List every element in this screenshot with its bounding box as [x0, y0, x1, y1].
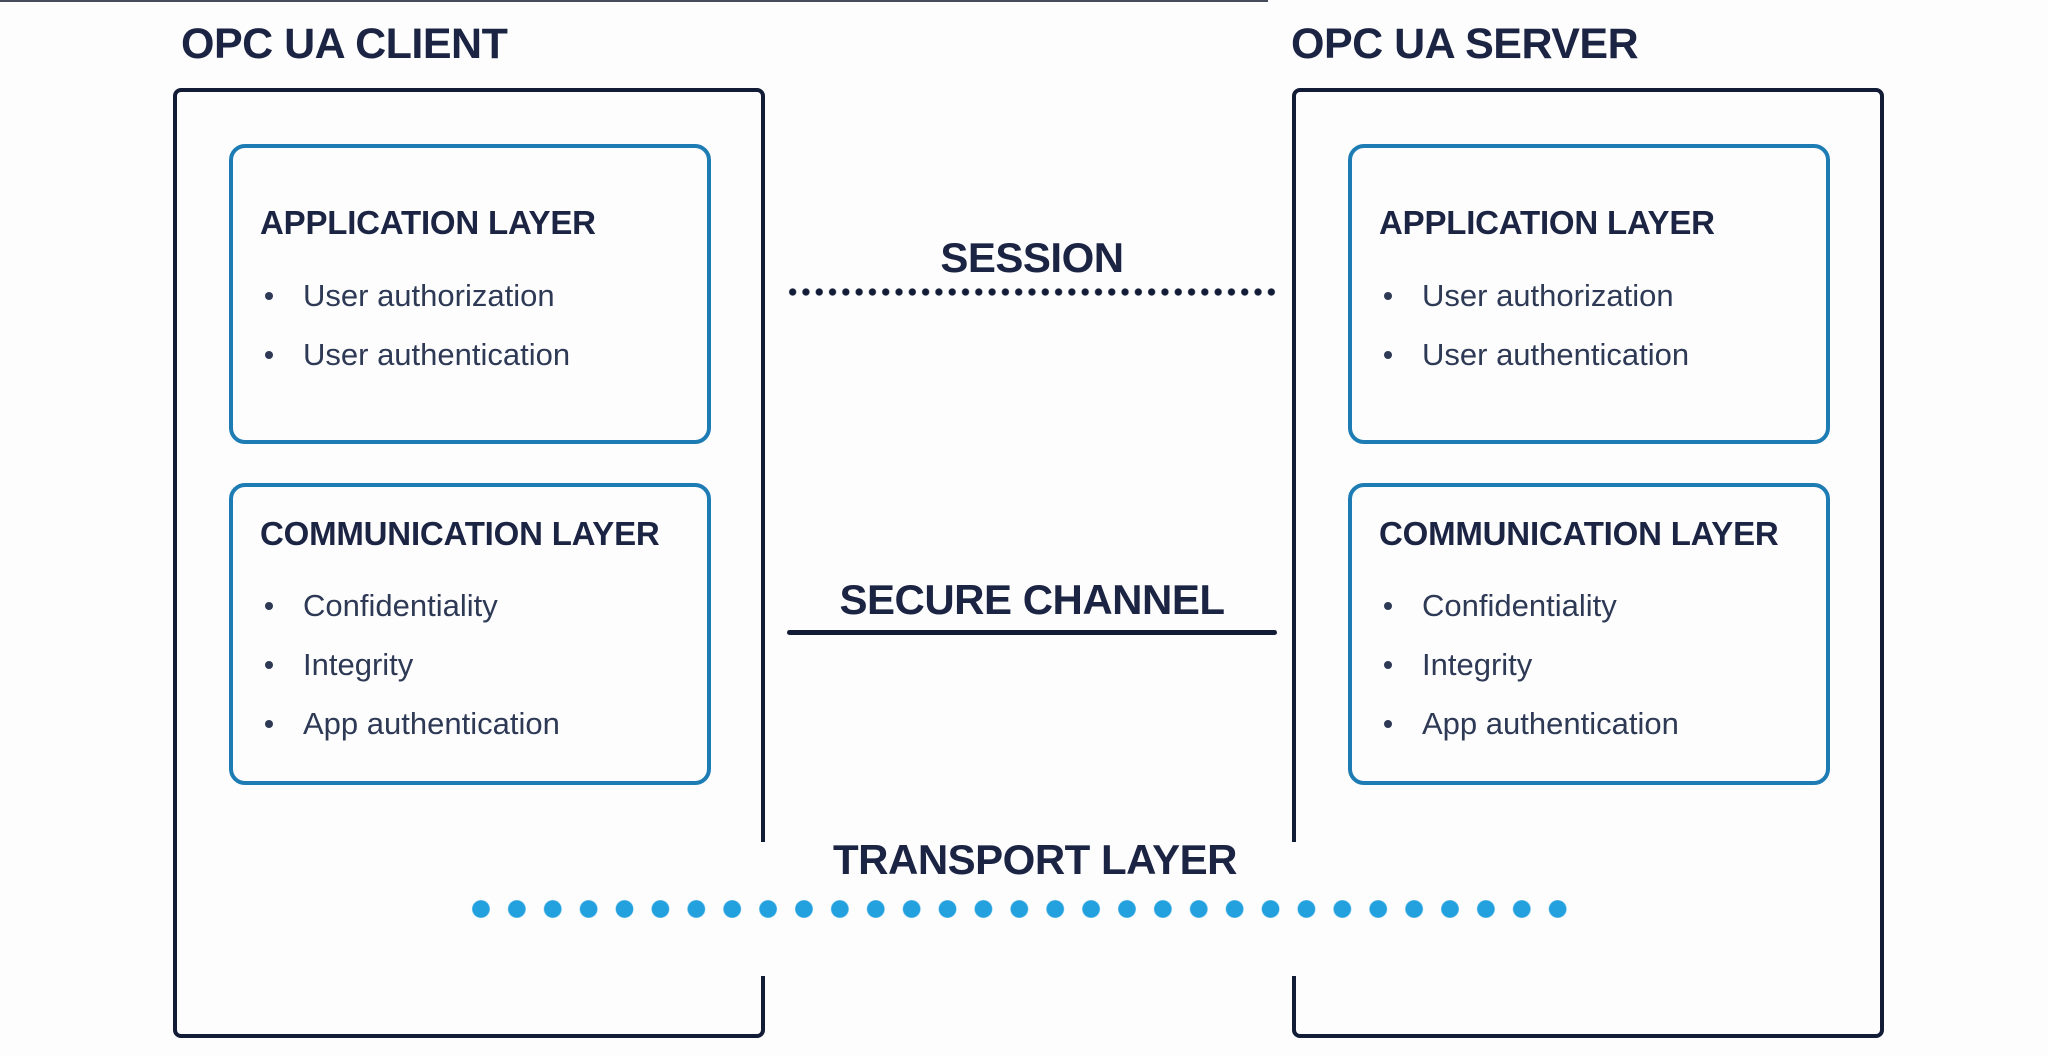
secure-channel-label: SECURE CHANNEL: [839, 576, 1225, 623]
server-title: OPC UA SERVER: [1291, 20, 1639, 68]
client-application-layer-box: APPLICATION LAYER User authorization Use…: [229, 144, 711, 444]
session-label: SESSION: [940, 234, 1124, 281]
item-text: Confidentiality: [1422, 588, 1617, 623]
client-box: [173, 88, 765, 1038]
server-box: [1292, 88, 1884, 1038]
item-text: User authorization: [303, 277, 555, 313]
bullet-icon: [265, 350, 273, 359]
list-item: Confidentiality: [1379, 577, 1806, 636]
item-text: App authentication: [1422, 706, 1679, 741]
layer-heading: COMMUNICATION LAYER: [1379, 514, 1779, 552]
bullet-icon: [1384, 661, 1392, 669]
bullet-icon: [265, 291, 273, 300]
list-item: Integrity: [260, 636, 687, 695]
list-item: App authentication: [260, 695, 687, 754]
item-text: Integrity: [1422, 647, 1533, 682]
item-text: User authorization: [1422, 277, 1674, 313]
list-item: Integrity: [1379, 636, 1806, 695]
list-item: User authorization: [1379, 266, 1806, 325]
bullet-icon: [1384, 291, 1392, 300]
layer-heading: APPLICATION LAYER: [1379, 204, 1715, 241]
bullet-icon: [265, 661, 273, 669]
transport-layer-label: TRANSPORT LAYER: [833, 836, 1238, 883]
client-communication-layer-box: COMMUNICATION LAYER Confidentiality Inte…: [229, 483, 711, 785]
item-text: App authentication: [303, 706, 560, 741]
item-text: User authentication: [1422, 336, 1690, 372]
bullet-icon: [1384, 602, 1392, 610]
bullet-icon: [1384, 720, 1392, 728]
item-text: Integrity: [303, 647, 414, 682]
layer-heading: COMMUNICATION LAYER: [260, 514, 660, 552]
bullet-icon: [265, 720, 273, 728]
list-item: Confidentiality: [260, 577, 687, 636]
list-item: User authentication: [1379, 325, 1806, 384]
list-item: User authentication: [260, 325, 687, 384]
server-communication-layer-box: COMMUNICATION LAYER Confidentiality Inte…: [1348, 483, 1830, 785]
transport-dotted-line: [463, 900, 1581, 918]
secure-channel-line: [787, 630, 1277, 635]
bullet-icon: [265, 602, 273, 610]
list-item: User authorization: [260, 266, 687, 325]
bullet-icon: [1384, 350, 1392, 359]
server-application-layer-box: APPLICATION LAYER User authorization Use…: [1348, 144, 1830, 444]
item-text: Confidentiality: [303, 588, 498, 623]
session-dotted-line: [786, 288, 1278, 296]
top-edge-line: [0, 0, 1268, 2]
client-title: OPC UA CLIENT: [181, 20, 508, 68]
item-text: User authentication: [303, 336, 571, 372]
list-item: App authentication: [1379, 695, 1806, 754]
layer-heading: APPLICATION LAYER: [260, 204, 596, 241]
